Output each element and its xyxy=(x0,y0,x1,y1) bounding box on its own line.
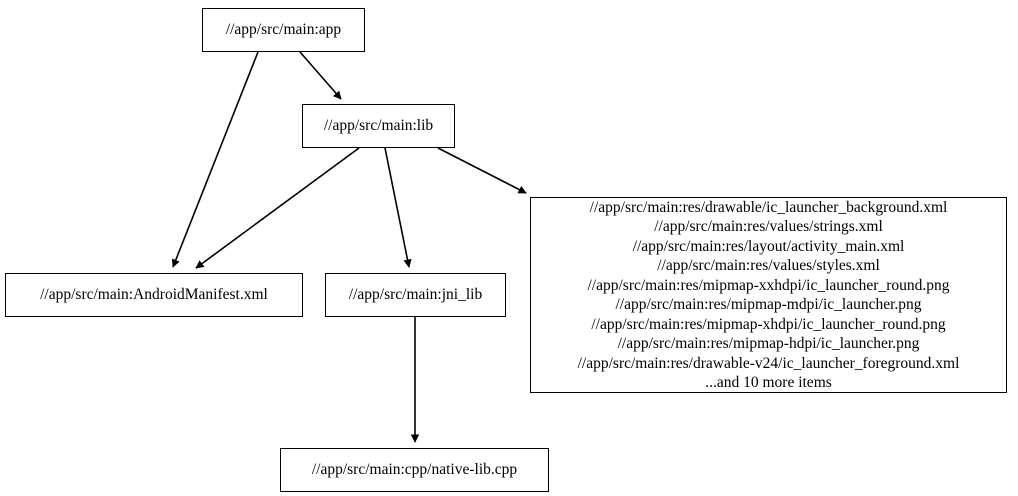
edge-lib-to-resources xyxy=(437,147,527,194)
node-jni-lib[interactable]: //app/src/main:jni_lib xyxy=(325,273,506,317)
node-native-lib-cpp[interactable]: //app/src/main:cpp/native-lib.cpp xyxy=(280,448,549,492)
node-lib-label: //app/src/main:lib xyxy=(323,117,434,135)
node-androidmanifest-label: //app/src/main:AndroidManifest.xml xyxy=(40,286,268,304)
edge-lib-to-androidmanifest xyxy=(195,147,360,269)
edge-lib-to-jni-lib xyxy=(384,147,412,268)
node-app-label: //app/src/main:app xyxy=(225,21,342,39)
node-jni-lib-label: //app/src/main:jni_lib xyxy=(348,286,483,304)
node-resources-label: //app/src/main:res/drawable/ic_launcher_… xyxy=(577,198,960,392)
node-resources[interactable]: //app/src/main:res/drawable/ic_launcher_… xyxy=(530,197,1007,393)
edge-app-to-androidmanifest xyxy=(171,51,259,268)
node-native-lib-cpp-label: //app/src/main:cpp/native-lib.cpp xyxy=(311,461,518,479)
node-lib[interactable]: //app/src/main:lib xyxy=(302,104,455,148)
node-app[interactable]: //app/src/main:app xyxy=(202,8,365,52)
node-androidmanifest[interactable]: //app/src/main:AndroidManifest.xml xyxy=(5,273,303,317)
edge-app-to-lib xyxy=(299,51,342,100)
